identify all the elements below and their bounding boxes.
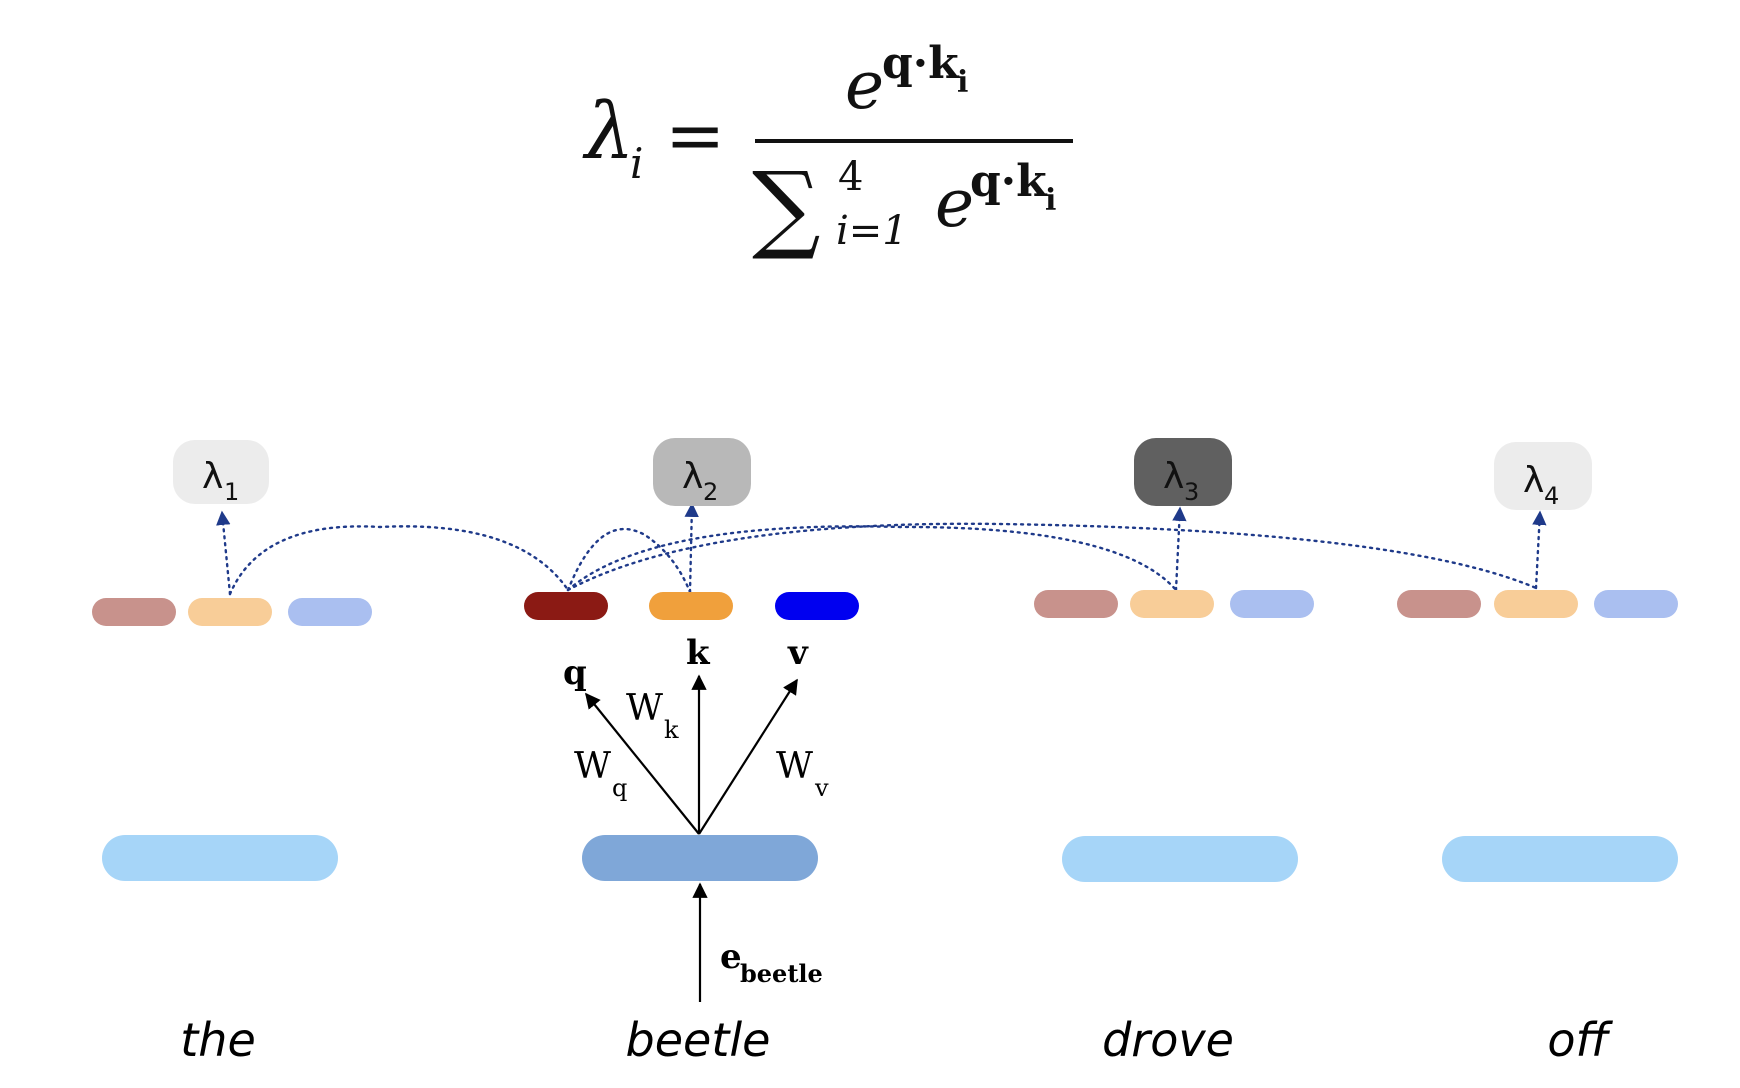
wv-arrow (698, 678, 798, 835)
wv-sub: v (814, 774, 829, 802)
the-v-vector (288, 598, 372, 626)
beetle-q-vector (524, 592, 608, 620)
word-drove: drove (1102, 1013, 1234, 1067)
lambda-2-symbol: λ (682, 456, 703, 497)
drove-q-vector (1034, 590, 1118, 618)
formula-lambda: λ (582, 87, 634, 177)
numerator-exponent-sub: i (957, 65, 968, 100)
arrow-to-lambda-2 (684, 502, 699, 594)
numerator-exponent: q·k (882, 38, 960, 89)
word-the: the (180, 1013, 256, 1067)
sum-upper: 4 (838, 154, 863, 200)
the-k-vector (188, 598, 272, 626)
sum-lower: i=1 (836, 208, 908, 254)
link-q-to-drove (566, 525, 1178, 592)
lambda-box-3: λ 3 (1134, 438, 1232, 506)
link-q-to-off (566, 522, 1538, 592)
word-labels: the beetle drove off (180, 1013, 1613, 1067)
denominator-e: e (935, 165, 974, 242)
projection-labels: q k v W q W k W v e beetle (563, 633, 829, 988)
qkv-vectors (92, 590, 1678, 626)
e-label: e (720, 937, 742, 977)
wk-sub: k (664, 716, 679, 744)
lambda-1-symbol: λ (202, 456, 223, 497)
q-label: q (563, 653, 587, 693)
word-beetle: beetle (626, 1013, 771, 1067)
lambda-1-sub: 1 (224, 478, 239, 506)
drove-v-vector (1230, 590, 1314, 618)
sum-symbol: ∑ (752, 151, 821, 263)
beetle-embedding (582, 835, 818, 881)
off-embedding (1442, 836, 1678, 882)
lambda-3-sub: 3 (1184, 478, 1199, 506)
link-q-to-the (228, 525, 570, 596)
denominator-exponent-sub: i (1045, 183, 1056, 218)
formula-equals: = (665, 93, 725, 177)
wq-sub: q (612, 774, 627, 802)
off-q-vector (1397, 590, 1481, 618)
word-off: off (1547, 1013, 1613, 1067)
wq-label: W (574, 746, 611, 787)
embeddings (102, 835, 1678, 882)
beetle-k-vector (649, 592, 733, 620)
beetle-v-vector (775, 592, 859, 620)
projection-arrows (585, 674, 798, 1002)
lambda-2-sub: 2 (703, 478, 718, 506)
drove-k-vector (1130, 590, 1214, 618)
drove-embedding (1062, 836, 1298, 882)
fraction-bar (755, 139, 1073, 143)
off-v-vector (1594, 590, 1678, 618)
lambda-4-sub: 4 (1544, 482, 1559, 510)
v-label: v (787, 633, 809, 673)
numerator-e: e (845, 47, 884, 124)
link-q-to-beetle (566, 527, 692, 594)
the-q-vector (92, 598, 176, 626)
denominator-exponent: q·k (970, 156, 1048, 207)
arrow-to-lambda-1 (216, 510, 232, 596)
lambda-box-2: λ 2 (653, 438, 751, 506)
the-embedding (102, 835, 338, 881)
off-k-vector (1494, 590, 1578, 618)
arrow-to-lambda-4 (1532, 510, 1547, 590)
lambda-boxes: λ 1 λ 2 λ 3 λ 4 (173, 438, 1592, 510)
wv-label: W (776, 746, 813, 787)
k-label: k (686, 633, 711, 673)
softmax-formula: λ i = e q·k i ∑ 4 i=1 e q·k i (582, 38, 1073, 263)
formula-lambda-sub: i (630, 139, 643, 188)
wk-label: W (626, 688, 663, 729)
lambda-3-symbol: λ (1163, 456, 1184, 497)
arrow-to-lambda-3 (1172, 506, 1187, 592)
e-sub: beetle (740, 959, 823, 988)
lambda-4-symbol: λ (1523, 460, 1544, 501)
lambda-box-1: λ 1 (173, 440, 269, 506)
attention-links (216, 502, 1547, 596)
lambda-box-4: λ 4 (1494, 442, 1592, 510)
wq-arrow (585, 692, 700, 835)
